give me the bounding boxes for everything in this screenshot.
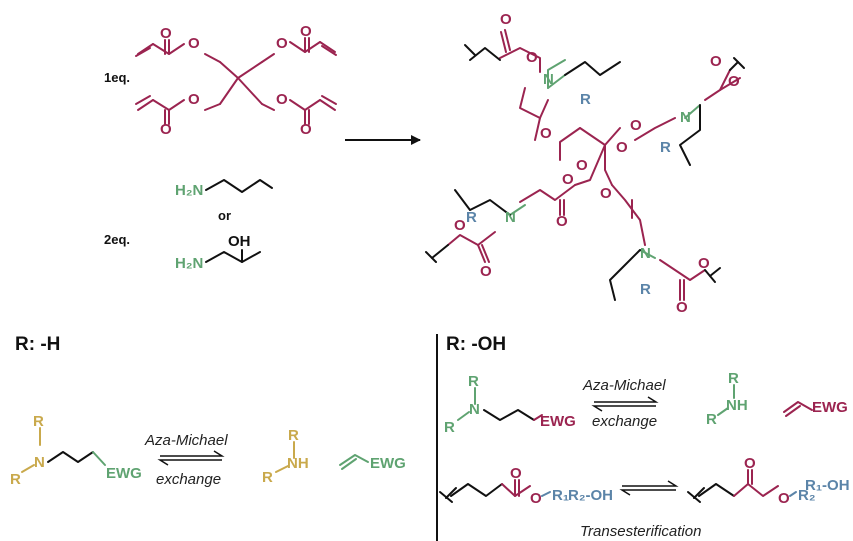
atom-r: R [444,419,455,436]
atom-r: R [580,91,591,108]
atom-n: N [680,109,691,126]
atom-r: R [466,209,477,226]
atom-o: O [276,35,288,52]
left-panel-heading: R: -H [15,334,60,355]
atom-o: O [616,139,628,156]
butylamine: H₂N [175,179,273,199]
atom-nh: NH [726,397,748,414]
right-arrow-label-top: Aza-Michael [582,377,666,394]
atom-r2: R₂ [798,487,816,504]
atom-o: O [160,25,172,42]
monomer-atom-labels: O O O O O O O O [160,23,312,138]
tetra-acrylate-monomer [135,37,337,125]
aza-michael-adduct-green: R N R EWG [444,373,576,436]
left-arrow-label-top: Aza-Michael [144,432,228,449]
right-equilibrium-arrows [591,396,659,412]
left-arrow-label-bottom: exchange [156,471,221,488]
eq-label-2: 2eq. [104,232,130,247]
atom-r1: R₁ [552,487,569,504]
atom-o: O [480,263,492,280]
right-panel-heading: R: -OH [446,334,506,355]
atom-n: N [34,454,45,471]
atom-r: R [468,373,479,390]
trans-equilibrium-arrows [619,480,679,496]
atom-oh: OH [228,233,251,250]
left-equilibrium-arrows [157,450,225,466]
acrylate-ewg-green: EWG [339,454,406,472]
atom-o: O [698,255,710,272]
atom-ewg: EWG [370,455,406,472]
aza-michael-adduct-yellow: R N R EWG [10,413,142,488]
atom-o: O [454,217,466,234]
atom-r: R [660,139,671,156]
atom-r: R [728,370,739,387]
atom-o: O [600,185,612,202]
atom-o: O [576,157,588,174]
atom-n: N [469,401,480,418]
atom-ewg: EWG [106,465,142,482]
atom-n: N [505,209,516,226]
atom-o: O [744,455,756,472]
r2-oh: R₂-OH [568,487,613,504]
right-arrow-label-bottom: exchange [592,413,657,430]
atom-o: O [728,73,740,90]
atom-o: O [276,91,288,108]
atom-r: R [33,413,44,430]
atom-o: O [676,299,688,316]
atom-o: O [630,117,642,134]
atom-o: O [510,465,522,482]
ester-r1: O O R₁ [439,465,569,507]
atom-o: O [778,490,790,507]
network-product: O O O O O O O O O O O O O O O N N N N R … [425,11,745,316]
transesterification-label: Transesterification [580,523,701,540]
atom-ewg: EWG [540,413,576,430]
atom-o: O [188,91,200,108]
atom-o: O [540,125,552,142]
atom-r: R [288,427,299,444]
eq-label-1: 1eq. [104,70,130,85]
atom-n: N [543,71,554,88]
atom-r: R [10,471,21,488]
secondary-amine-green: R NH R [706,370,748,428]
atom-o: O [526,49,538,66]
atom-o: O [530,490,542,507]
atom-o: O [160,121,172,138]
amino-butanol: H₂N OH [175,233,261,272]
atom-o: O [556,213,568,230]
secondary-amine-yellow: R NH R [262,427,309,486]
atom-o: O [500,11,512,28]
atom-o: O [562,171,574,188]
atom-ewg: EWG [812,399,848,416]
atom-n: N [640,245,651,262]
atom-o: O [300,23,312,40]
atom-r: R [262,469,273,486]
or-label: or [218,208,231,223]
atom-o: O [710,53,722,70]
ester-r2: O O R₂ [687,455,816,507]
atom-h2n: H₂N [175,255,203,272]
atom-o: O [188,35,200,52]
acrylate-ewg-maroon: EWG [783,399,848,417]
atom-r: R [706,411,717,428]
atom-h2n: H₂N [175,182,203,199]
atom-o: O [300,121,312,138]
atom-nh: NH [287,455,309,472]
r1-oh: R₁-OH [805,477,850,494]
atom-r: R [640,281,651,298]
